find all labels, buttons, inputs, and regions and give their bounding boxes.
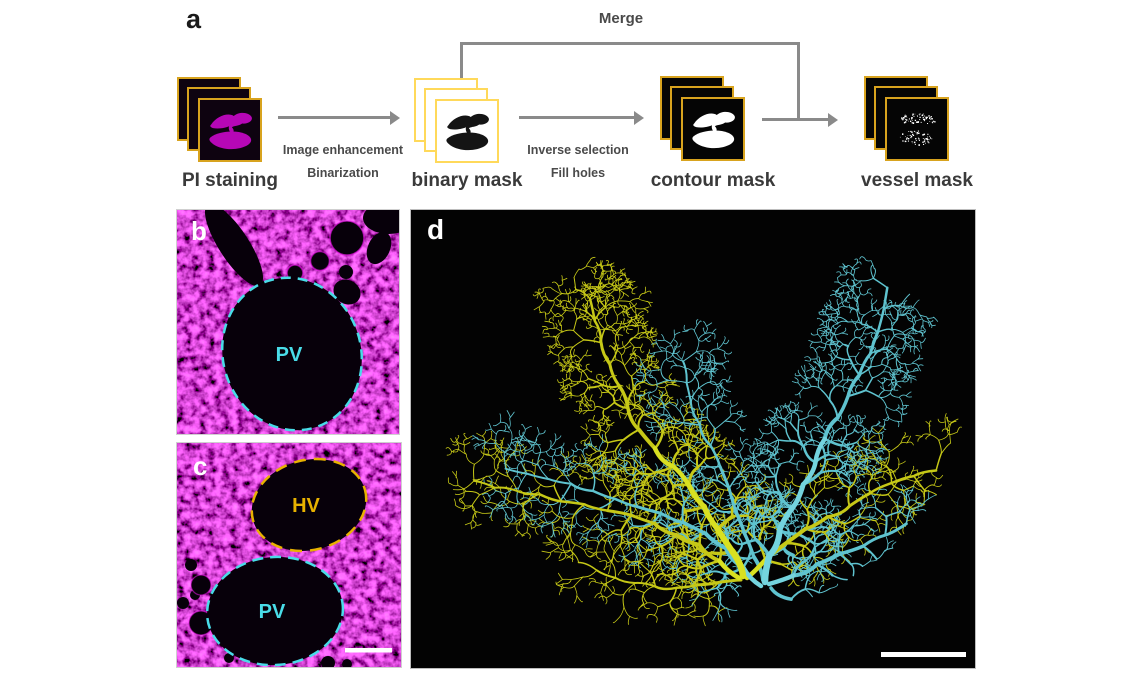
step2-caption: Inverse selection Fill holes [503,143,653,180]
panel-c-microscopy: HV PV c [176,442,402,668]
panel-d-vessel-tree: d [410,209,976,669]
vessel-mask-stack [864,76,949,161]
flow-arrow-3 [762,112,838,127]
merge-label: Merge [598,10,644,27]
pi-staining-stack [177,77,262,162]
stack-card-front [198,98,262,162]
pi-staining-label: PI staining [181,170,279,191]
pv-annotation: PV [259,601,286,623]
flow-arrow-2 [519,110,644,125]
contour-mask-label: contour mask [650,170,776,191]
portal-vein-outline [220,276,364,432]
merge-line-right [797,42,800,120]
panel-b-label: b [191,216,207,246]
panel-d-label: d [427,214,445,245]
contour-mask-stack [660,76,745,161]
panel-a-label: a [186,4,202,34]
portal-vein-outline [205,555,345,667]
panel-c-label: c [193,451,208,481]
arrowhead-icon [634,110,644,125]
scale-bar [345,648,392,653]
caption-line: Image enhancement [282,143,404,157]
merge-line-left [460,42,463,82]
vessel-tree-rendering [445,256,962,627]
scale-bar [881,652,966,657]
caption-line: Binarization [307,166,379,180]
liver-slice-icon [209,112,252,150]
liver-slice-icon [692,111,735,149]
caption-line: Fill holes [550,166,606,180]
stack-card-front [681,97,745,161]
stack-card-front [885,97,949,161]
arrowhead-icon [828,112,838,127]
stack-card-front [435,99,499,163]
dark-vessel-lumens [204,210,399,305]
liver-slice-icon [446,113,489,151]
panel-c-image: HV PV [177,443,401,667]
arrowhead-icon [390,110,400,125]
flow-arrow-1 [278,110,400,125]
pv-annotation: PV [276,344,303,366]
panel-b-microscopy: PV b [176,209,400,435]
caption-line: Inverse selection [527,143,629,157]
merge-line-top [460,42,800,45]
hepatic-vein-outline [250,457,368,553]
hv-annotation: HV [292,495,320,517]
vessel-mask-label: vessel mask [861,170,973,191]
binary-mask-stack [414,78,499,163]
binary-mask-label: binary mask [411,170,523,191]
step1-caption: Image enhancement Binarization [268,143,418,180]
vessel-speckles-icon [899,113,936,146]
panel-b-image: PV [177,210,399,434]
